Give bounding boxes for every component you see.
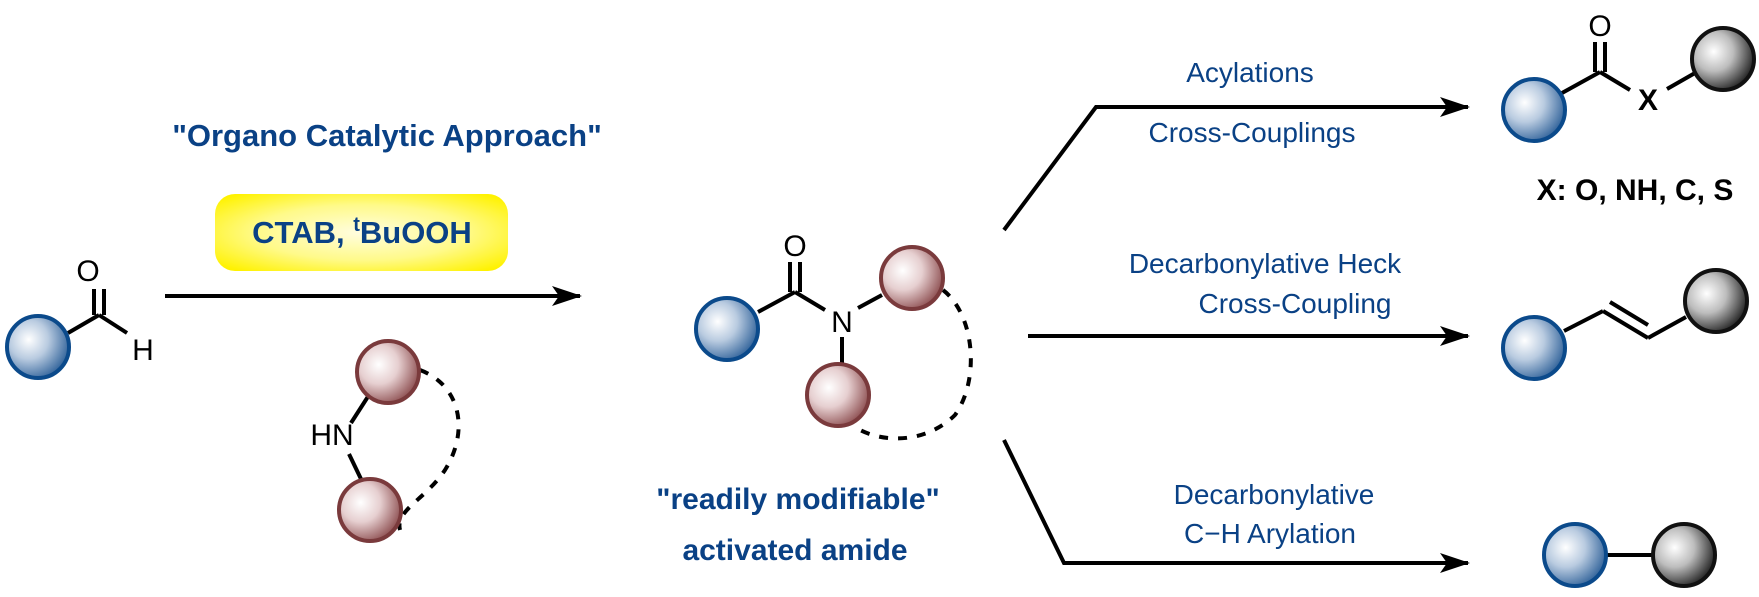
- oxygen-atom: O: [1588, 10, 1611, 43]
- maroon-sphere-icon: [879, 245, 945, 311]
- reagent-superscript-t: t: [353, 214, 360, 236]
- pathway-label-acylations: Acylations: [1186, 57, 1314, 88]
- ring-dashed-bond: [397, 368, 461, 531]
- pathway-label-arylation-line2: C−H Arylation: [1184, 518, 1356, 549]
- bond: [757, 290, 796, 314]
- pathway-label-heck-line1: Decarbonylative Heck: [1129, 248, 1402, 279]
- reagent-text: CTAB, tBuOOH: [252, 214, 472, 250]
- branch-arrow-top: [1002, 97, 1470, 232]
- branch-arrow-bottom: [1002, 439, 1470, 573]
- blue-sphere-icon: [1501, 77, 1567, 143]
- hydrogen-atom: H: [132, 334, 154, 367]
- reagent-buooh: BuOOH: [360, 215, 472, 250]
- amide-structure: O N: [694, 230, 973, 441]
- black-sphere-icon: [1683, 268, 1749, 334]
- blue-sphere-icon: [5, 314, 71, 380]
- aldehyde-structure: O H: [5, 255, 154, 380]
- bond: [1647, 315, 1687, 340]
- blue-sphere-icon: [1501, 315, 1567, 381]
- x-substituent-note: X: O, NH, C, S: [1537, 174, 1734, 207]
- bond: [66, 313, 101, 335]
- black-sphere-icon: [1690, 26, 1756, 92]
- pathway-label-cross-couplings: Cross-Couplings: [1149, 117, 1356, 148]
- amine-structure: HN: [310, 339, 461, 543]
- oxygen-atom: O: [76, 255, 99, 288]
- alkene-bond: [1608, 300, 1650, 327]
- pathway-ch-arylation: Decarbonylative C−H Arylation: [1002, 439, 1717, 588]
- bond: [1598, 70, 1632, 92]
- pathway-heck: Decarbonylative Heck Cross-Coupling: [1028, 248, 1749, 381]
- bond: [97, 313, 129, 335]
- nh-atom: HN: [310, 419, 353, 452]
- ring-dashed-bond: [859, 288, 973, 441]
- bond: [1561, 70, 1601, 95]
- maroon-sphere-icon: [355, 339, 421, 405]
- bond: [793, 290, 827, 312]
- nitrogen-atom: N: [831, 306, 853, 339]
- bond: [1563, 309, 1604, 333]
- black-sphere-icon: [1651, 522, 1717, 588]
- pathway-label-arylation-line1: Decarbonylative: [1174, 479, 1375, 510]
- amide-caption-line2: activated amide: [682, 534, 907, 567]
- bond: [347, 453, 363, 480]
- pathway-label-heck-line2: Cross-Coupling: [1199, 288, 1392, 319]
- oxygen-atom: O: [783, 230, 806, 263]
- maroon-sphere-icon: [805, 362, 871, 428]
- bond: [349, 393, 371, 425]
- reagent-ctab: CTAB,: [252, 215, 353, 250]
- bond: [857, 293, 883, 310]
- bond: [1666, 71, 1696, 91]
- approach-title: "Organo Catalytic Approach": [172, 118, 602, 153]
- alkene-bond: [1601, 309, 1650, 340]
- blue-sphere-icon: [694, 296, 760, 362]
- blue-sphere-icon: [1542, 522, 1608, 588]
- maroon-sphere-icon: [337, 477, 403, 543]
- pathway-acylation: Acylations Cross-Couplings O X X: O, NH,…: [1002, 10, 1756, 232]
- reagent-box-bg: [215, 194, 508, 271]
- reagent-box: CTAB, tBuOOH: [215, 194, 508, 271]
- amide-caption-line1: "readily modifiable": [656, 483, 940, 516]
- x-atom: X: [1638, 84, 1658, 117]
